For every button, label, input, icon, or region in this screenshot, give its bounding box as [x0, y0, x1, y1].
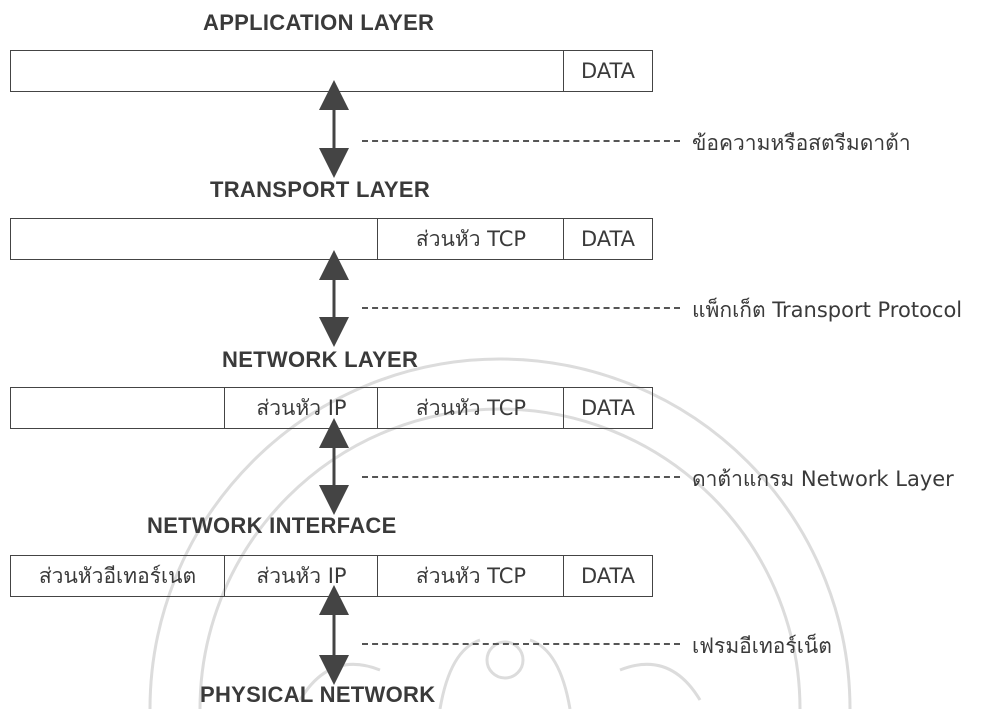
note-leader — [362, 643, 680, 645]
application-packet: DATA — [10, 50, 653, 92]
transport-packet: ส่วนหัว TCP DATA — [10, 218, 653, 260]
note-leader — [362, 476, 680, 478]
note-network-interface: ดาต้าแกรม Network Layer — [692, 467, 954, 491]
data-field: DATA — [563, 556, 652, 596]
data-field: DATA — [563, 388, 652, 428]
ethernet-header-field: ส่วนหัวอีเทอร์เนต — [38, 563, 197, 588]
note-app-transport: ข้อความหรือสตรีมดาต้า — [692, 131, 911, 155]
data-field: DATA — [563, 219, 652, 259]
physical-network-title: PHYSICAL NETWORK — [200, 682, 436, 707]
note-transport-network: แพ็กเก็ต Transport Protocol — [692, 298, 963, 322]
note-interface-physical: เฟรมอีเทอร์เน็ต — [692, 634, 832, 658]
application-layer-title: APPLICATION LAYER — [203, 10, 435, 35]
ip-header-field: ส่วนหัว IP — [224, 388, 378, 428]
interface-frame: ส่วนหัวอีเทอร์เนต ส่วนหัว IP ส่วนหัว TCP… — [10, 555, 653, 597]
network-layer-title: NETWORK LAYER — [222, 347, 419, 372]
data-field: DATA — [563, 51, 652, 91]
ip-header-field: ส่วนหัว IP — [224, 556, 378, 596]
note-leader — [362, 307, 680, 309]
tcp-header-field: ส่วนหัว TCP — [377, 556, 564, 596]
network-interface-title: NETWORK INTERFACE — [147, 513, 397, 538]
note-leader — [362, 140, 680, 142]
network-packet: ส่วนหัว IP ส่วนหัว TCP DATA — [10, 387, 653, 429]
tcp-header-field: ส่วนหัว TCP — [377, 388, 564, 428]
transport-layer-title: TRANSPORT LAYER — [210, 177, 431, 202]
tcp-header-field: ส่วนหัว TCP — [377, 219, 564, 259]
